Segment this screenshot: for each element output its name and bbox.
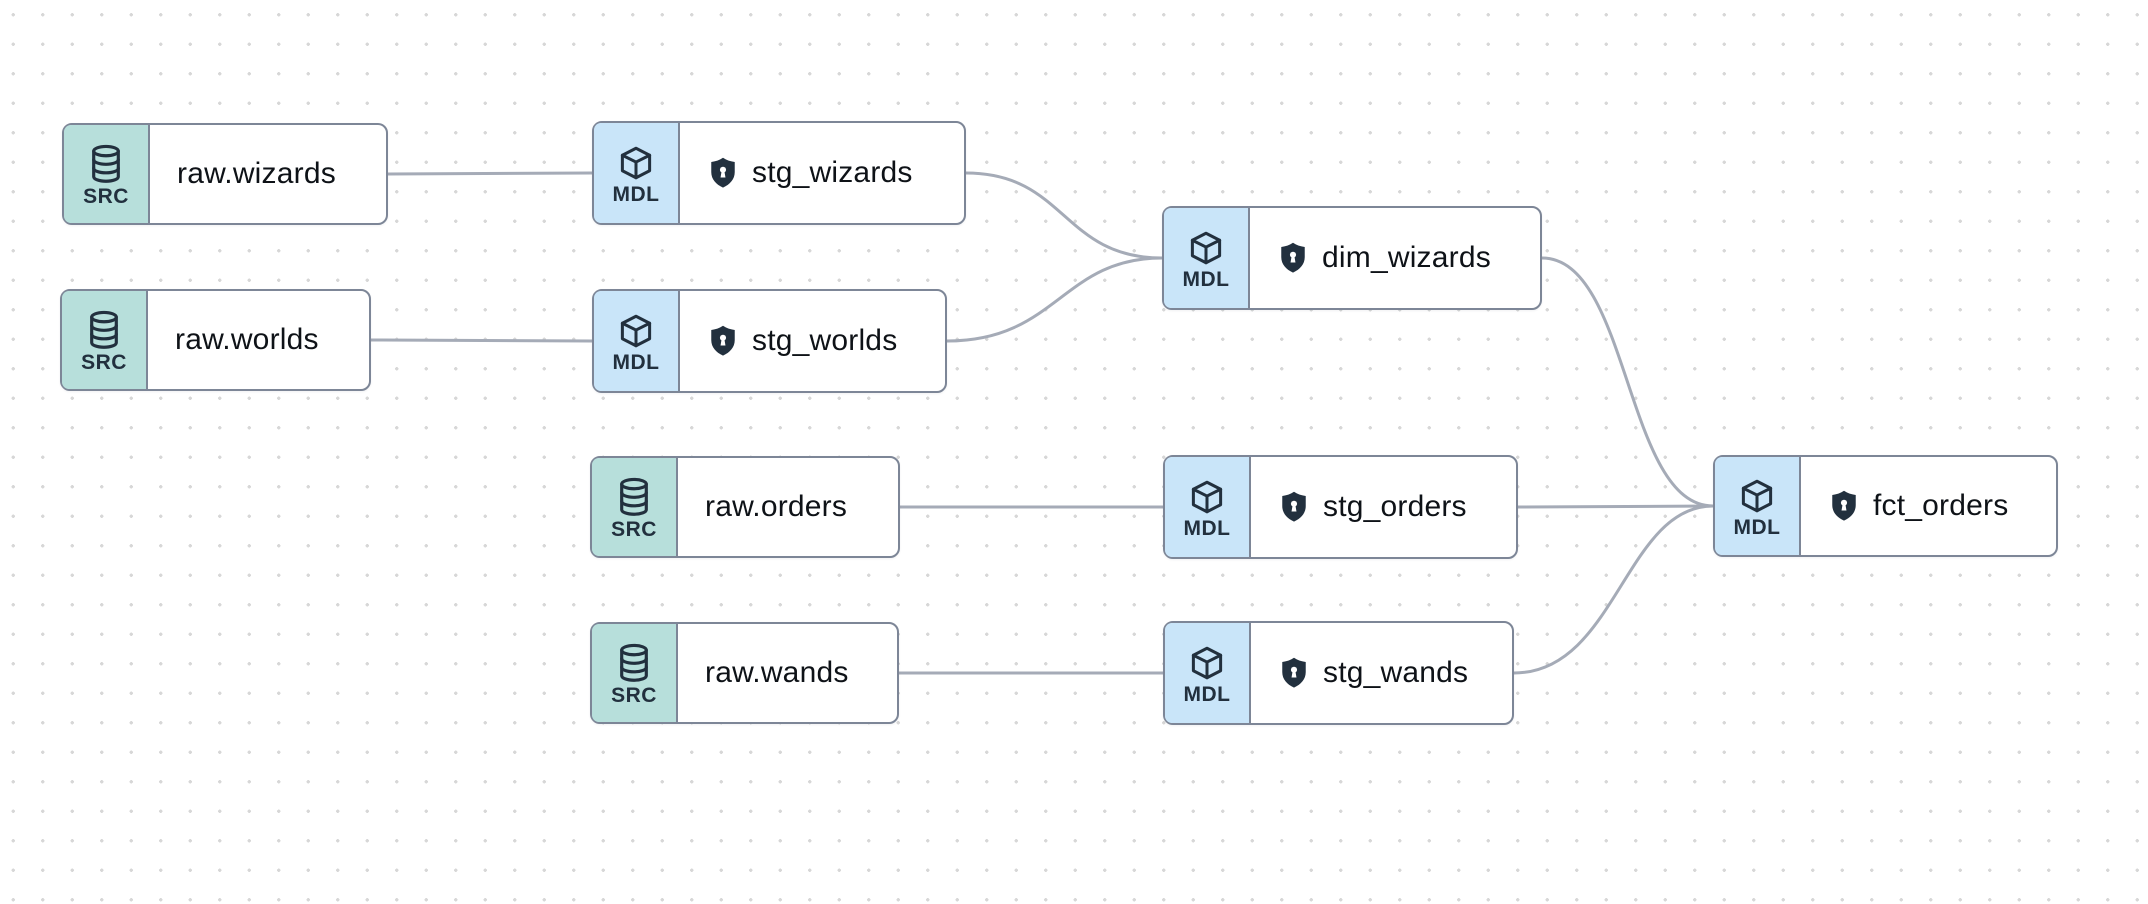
node-type-badge: SRC: [62, 291, 148, 389]
node-type-label: SRC: [611, 683, 657, 707]
node-body: stg_wands: [1251, 623, 1512, 723]
node-label: dim_wizards: [1322, 241, 1491, 274]
edge-stg_orders-fct_orders: [1516, 504, 1715, 509]
shield-lock-icon: [707, 324, 739, 359]
node-label: raw.wizards: [177, 157, 336, 190]
node-body: fct_orders: [1801, 457, 2056, 555]
database-icon: [88, 144, 124, 184]
shield-lock-icon: [1278, 490, 1310, 525]
node-type-badge: SRC: [592, 458, 678, 556]
node-type-badge: MDL: [1165, 457, 1251, 557]
edge-stg_worlds-dim_wizards: [945, 256, 1164, 343]
node-label: raw.orders: [705, 490, 848, 523]
database-icon: [616, 477, 652, 517]
shield-lock-icon: [1828, 489, 1860, 524]
node-type-badge: MDL: [1164, 208, 1250, 308]
node-stg_wands[interactable]: MDL stg_wands: [1163, 621, 1514, 725]
node-type-label: SRC: [611, 517, 657, 541]
node-label: stg_wizards: [752, 156, 913, 189]
edge-stg_wands-fct_orders: [1512, 504, 1715, 675]
node-type-label: SRC: [81, 350, 127, 374]
cube-icon: [1188, 644, 1226, 682]
node-type-label: MDL: [1182, 267, 1230, 291]
node-type-label: MDL: [1183, 682, 1231, 706]
cube-icon: [1187, 229, 1225, 267]
cube-icon: [1738, 477, 1776, 515]
node-body: raw.worlds: [148, 291, 369, 389]
node-type-badge: MDL: [1165, 623, 1251, 723]
node-stg_wizards[interactable]: MDL stg_wizards: [592, 121, 966, 225]
node-type-badge: MDL: [1715, 457, 1801, 555]
edge-stg_wizards-dim_wizards: [964, 171, 1164, 260]
node-type-label: MDL: [1733, 515, 1781, 539]
edge-raw_worlds-stg_worlds: [369, 338, 594, 343]
cube-icon: [617, 312, 655, 350]
node-type-label: MDL: [1183, 516, 1231, 540]
node-dim_wizards[interactable]: MDL dim_wizards: [1162, 206, 1542, 310]
node-type-label: MDL: [612, 182, 660, 206]
node-stg_worlds[interactable]: MDL stg_worlds: [592, 289, 947, 393]
node-label: raw.worlds: [175, 323, 319, 356]
node-body: dim_wizards: [1250, 208, 1540, 308]
node-type-label: MDL: [612, 350, 660, 374]
node-fct_orders[interactable]: MDL fct_orders: [1713, 455, 2058, 557]
node-body: stg_wizards: [680, 123, 964, 223]
database-icon: [616, 643, 652, 683]
edge-raw_wizards-stg_wizards: [386, 171, 594, 176]
node-label: fct_orders: [1873, 489, 2009, 522]
cube-icon: [1188, 478, 1226, 516]
node-type-label: SRC: [83, 184, 129, 208]
node-label: raw.wands: [705, 656, 849, 689]
node-stg_orders[interactable]: MDL stg_orders: [1163, 455, 1518, 559]
node-body: raw.orders: [678, 458, 898, 556]
node-body: raw.wands: [678, 624, 897, 722]
node-body: raw.wizards: [150, 125, 386, 223]
node-label: stg_worlds: [752, 324, 898, 357]
node-label: stg_orders: [1323, 490, 1467, 523]
cube-icon: [617, 144, 655, 182]
shield-lock-icon: [1278, 656, 1310, 691]
node-raw_wizards[interactable]: SRC raw.wizards: [62, 123, 388, 225]
node-label: stg_wands: [1323, 656, 1469, 689]
database-icon: [86, 310, 122, 350]
node-type-badge: SRC: [64, 125, 150, 223]
edge-dim_wizards-fct_orders: [1540, 256, 1715, 508]
node-body: stg_orders: [1251, 457, 1516, 557]
shield-lock-icon: [1277, 241, 1309, 276]
node-raw_orders[interactable]: SRC raw.orders: [590, 456, 900, 558]
node-type-badge: MDL: [594, 291, 680, 391]
shield-lock-icon: [707, 156, 739, 191]
node-body: stg_worlds: [680, 291, 945, 391]
node-type-badge: SRC: [592, 624, 678, 722]
node-raw_worlds[interactable]: SRC raw.worlds: [60, 289, 371, 391]
node-type-badge: MDL: [594, 123, 680, 223]
node-raw_wands[interactable]: SRC raw.wands: [590, 622, 899, 724]
